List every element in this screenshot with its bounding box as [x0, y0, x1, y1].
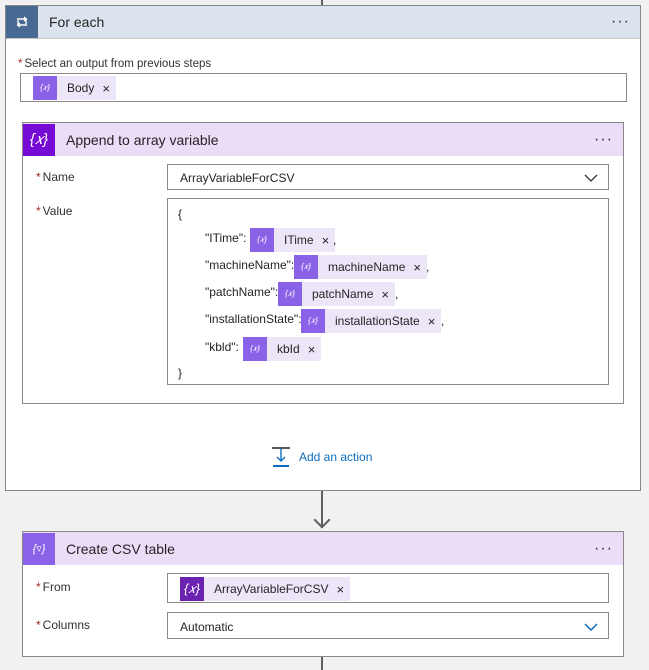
- from-label: *From: [36, 580, 71, 594]
- top-connector: [321, 0, 323, 5]
- select-output-input[interactable]: {𝑥} Body ×: [20, 73, 627, 102]
- json-comma: ,: [333, 233, 337, 247]
- json-comma: ,: [426, 260, 430, 274]
- kbid-token[interactable]: {𝑥} kbId ×: [243, 337, 322, 361]
- value-label: *Value: [36, 204, 73, 218]
- append-header[interactable]: {𝑥} Append to array variable ···: [23, 123, 623, 156]
- add-action-button[interactable]: Add an action: [270, 446, 372, 468]
- variable-icon: {𝑥}: [23, 123, 55, 156]
- expression-icon: {𝑥}: [294, 255, 318, 279]
- remove-token-icon[interactable]: ×: [307, 341, 316, 357]
- expression-icon: {𝑥}: [278, 282, 302, 306]
- expression-icon: {𝑥}: [250, 228, 274, 252]
- value-editor[interactable]: { "ITime": {𝑥} ITime × , "machineName": …: [167, 198, 609, 385]
- remove-token-icon[interactable]: ×: [102, 80, 110, 96]
- json-comma: ,: [395, 287, 399, 301]
- installationstate-token[interactable]: {𝑥} installationState ×: [301, 309, 442, 333]
- itime-token[interactable]: {𝑥} ITime ×: [250, 228, 336, 252]
- remove-token-icon[interactable]: ×: [321, 232, 330, 248]
- create-csv-header[interactable]: {▿} Create CSV table ···: [23, 532, 623, 565]
- columns-select[interactable]: Automatic: [167, 612, 609, 639]
- loop-icon: [6, 6, 38, 38]
- create-csv-title: Create CSV table: [66, 540, 175, 557]
- variable-icon: {𝑥}: [180, 577, 204, 601]
- json-key-itime: "ITime":: [205, 231, 247, 245]
- columns-label: *Columns: [36, 618, 91, 632]
- from-array-token[interactable]: {𝑥} ArrayVariableForCSV ×: [180, 577, 351, 601]
- remove-token-icon[interactable]: ×: [336, 581, 345, 597]
- for-each-title: For each: [49, 14, 105, 30]
- json-key-patchname: "patchName":: [205, 285, 279, 299]
- add-action-icon: [272, 447, 290, 467]
- name-label: *Name: [36, 170, 75, 184]
- expression-icon: {𝑥}: [243, 337, 267, 361]
- connector-arrow-icon: [313, 511, 331, 529]
- body-token[interactable]: {𝑥} Body ×: [33, 76, 116, 100]
- columns-value: Automatic: [180, 620, 234, 634]
- json-close-brace: }: [178, 366, 183, 380]
- remove-token-icon[interactable]: ×: [381, 286, 389, 302]
- append-menu-icon[interactable]: ···: [594, 130, 613, 148]
- bottom-connector: [321, 657, 323, 670]
- expression-icon: {𝑥}: [33, 76, 57, 100]
- json-open-brace: {: [178, 207, 183, 221]
- add-action-label: Add an action: [299, 450, 373, 464]
- chevron-down-icon[interactable]: [584, 174, 598, 182]
- json-comma: ,: [441, 314, 445, 328]
- remove-token-icon[interactable]: ×: [427, 313, 436, 329]
- machinename-token[interactable]: {𝑥} machineName ×: [294, 255, 427, 279]
- create-csv-menu-icon[interactable]: ···: [594, 539, 613, 557]
- for-each-menu-icon[interactable]: ···: [611, 13, 630, 30]
- create-csv-card: {▿} Create CSV table ··· *From {𝑥} Array…: [22, 531, 624, 657]
- remove-token-icon[interactable]: ×: [413, 259, 421, 275]
- name-select[interactable]: ArrayVariableForCSV: [167, 164, 609, 190]
- json-key-kbid: "kbld":: [205, 340, 239, 354]
- patchname-token[interactable]: {𝑥} patchName ×: [278, 282, 395, 306]
- for-each-header[interactable]: For each ···: [6, 6, 640, 39]
- json-key-installationstate: "installationState":: [205, 312, 302, 326]
- select-output-label: *Select an output from previous steps: [18, 58, 212, 70]
- from-input[interactable]: {𝑥} ArrayVariableForCSV ×: [167, 573, 609, 603]
- append-to-array-card: {𝑥} Append to array variable ··· *Name A…: [22, 122, 624, 404]
- chevron-down-icon[interactable]: [584, 623, 598, 631]
- middle-connector: [321, 491, 323, 527]
- append-title: Append to array variable: [66, 131, 219, 148]
- name-value: ArrayVariableForCSV: [180, 171, 295, 185]
- expression-icon: {𝑥}: [301, 309, 325, 333]
- json-key-machinename: "machineName":: [205, 258, 295, 272]
- csv-table-icon: {▿}: [23, 532, 55, 565]
